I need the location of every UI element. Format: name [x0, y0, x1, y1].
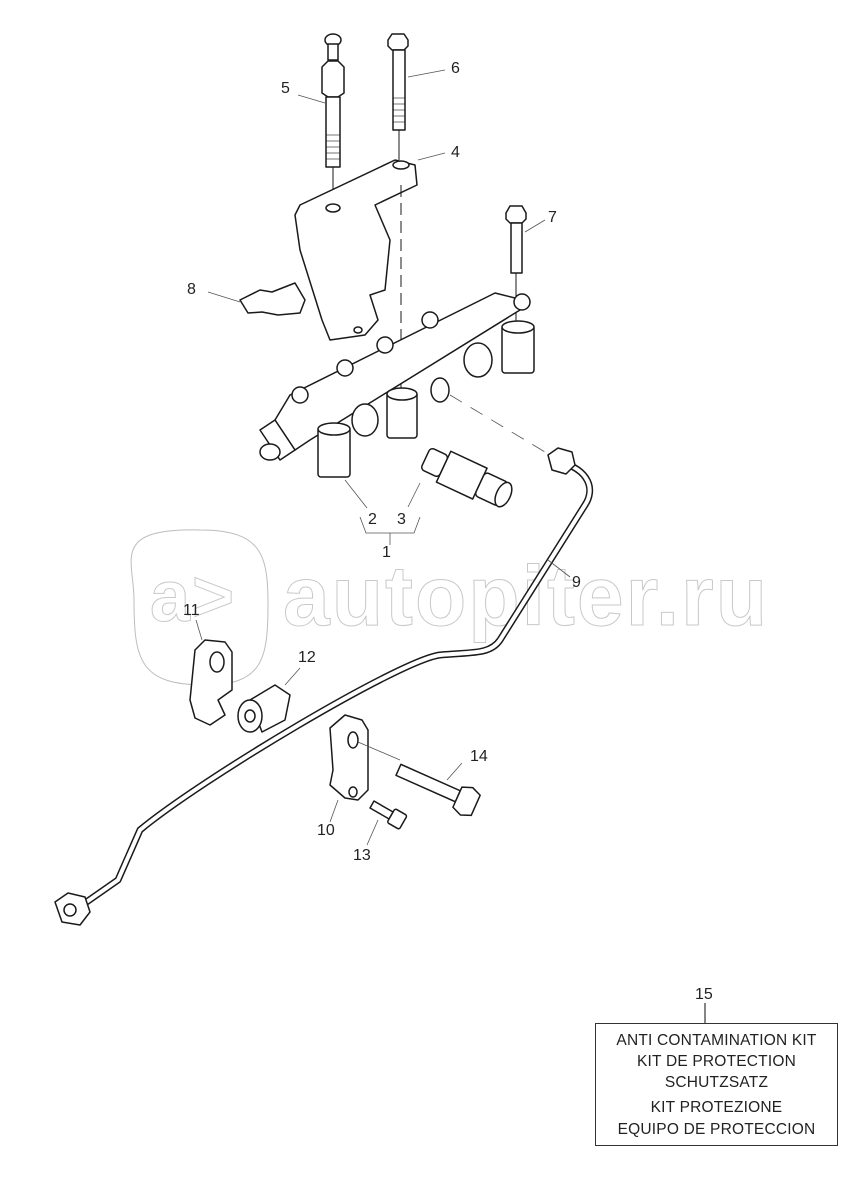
kit-label-box: ANTI CONTAMINATION KIT KIT DE PROTECTION… [595, 1023, 838, 1146]
callout-10: 10 [317, 822, 335, 839]
callout-7: 7 [548, 209, 557, 226]
callout-5: 5 [281, 80, 290, 97]
kit-line-spanish: EQUIPO DE PROTECCION [617, 1121, 816, 1138]
bolt-icon [387, 33, 409, 160]
clamp-bracket-icon [189, 639, 233, 726]
callout-2: 2 [368, 511, 377, 528]
stud-icon [321, 33, 345, 206]
callout-15: 15 [695, 986, 713, 1003]
callout-9: 9 [572, 574, 581, 591]
kit-line-german: SCHUTZSATZ [664, 1074, 769, 1091]
kit-line-italian: KIT PROTEZIONE [650, 1099, 783, 1116]
valve-icon [420, 447, 513, 508]
callout-11: 11 [183, 602, 200, 619]
clamp-bracket-icon [329, 714, 369, 801]
screw-icon [369, 800, 408, 830]
kit-line-english: ANTI CONTAMINATION KIT [616, 1032, 817, 1049]
callout-8: 8 [187, 281, 196, 298]
callout-4: 4 [451, 144, 460, 161]
callout-6: 6 [451, 60, 460, 77]
pipe-nut-icon [54, 892, 91, 926]
watermark-logo-text: a> [149, 557, 237, 638]
callout-13: 13 [353, 847, 371, 864]
bracket-icon [294, 159, 418, 400]
bushing-icon [237, 684, 291, 733]
callout-14: 14 [470, 748, 488, 765]
callout-3: 3 [397, 511, 406, 528]
clip-icon [239, 282, 306, 316]
kit-line-french: KIT DE PROTECTION [637, 1053, 796, 1070]
pipe-nut-icon [547, 447, 576, 475]
callout-1: 1 [382, 544, 391, 561]
leader-lines [195, 69, 706, 1023]
callout-12: 12 [298, 649, 316, 666]
fuel-rail-icon [259, 292, 535, 478]
fuel-pipe-icon [72, 458, 594, 913]
bolt-icon [395, 763, 481, 817]
